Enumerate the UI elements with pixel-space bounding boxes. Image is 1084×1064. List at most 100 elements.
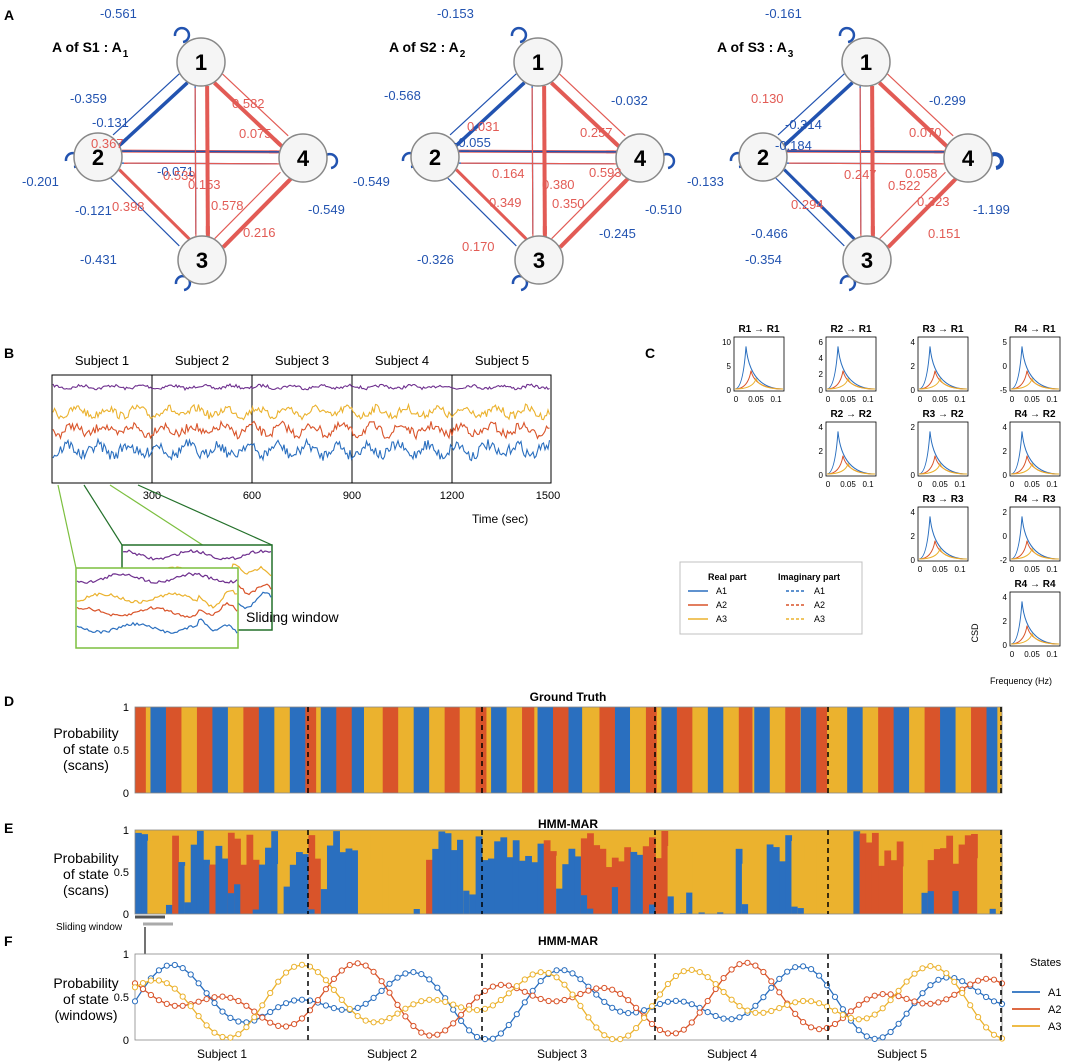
state-area bbox=[258, 864, 266, 914]
signal-trace bbox=[52, 383, 550, 391]
state-probability-point bbox=[489, 983, 496, 990]
state-area bbox=[834, 841, 842, 914]
csd-curve bbox=[918, 462, 968, 475]
csd-xtick: 0 bbox=[918, 395, 923, 404]
state-probability-point bbox=[712, 1012, 719, 1020]
state-probability-point bbox=[664, 980, 672, 988]
node-circle bbox=[410, 132, 460, 182]
state-area bbox=[339, 852, 347, 914]
node-circle bbox=[177, 235, 227, 285]
csd-ytick: 4 bbox=[819, 354, 824, 363]
state-bar bbox=[754, 707, 774, 793]
state-probability-point bbox=[943, 970, 950, 977]
state-probability-point bbox=[330, 1005, 337, 1012]
y-tick-label: 0.5 bbox=[114, 867, 129, 879]
state-area bbox=[252, 909, 260, 914]
state-area bbox=[630, 851, 638, 914]
state-probability-point bbox=[617, 1008, 624, 1015]
state-probability-point bbox=[792, 1010, 799, 1018]
state-probability-point bbox=[537, 995, 544, 1003]
state-probability-point bbox=[322, 977, 329, 984]
states-legend-label: A1 bbox=[1048, 987, 1061, 999]
state-probability-point bbox=[394, 1010, 401, 1017]
self-weight-label: -0.133 bbox=[687, 174, 724, 189]
state-probability-point bbox=[537, 978, 544, 985]
csd-xtick: 0.1 bbox=[770, 395, 782, 404]
state-probability-point bbox=[322, 1002, 329, 1009]
state-area bbox=[878, 865, 885, 914]
state-probability-point bbox=[235, 1018, 242, 1025]
csd-curve bbox=[826, 377, 876, 390]
state-probability-point bbox=[911, 970, 918, 977]
state-probability-point bbox=[927, 1000, 934, 1007]
state-probability-point bbox=[593, 1024, 600, 1031]
csd-ytick: 10 bbox=[722, 338, 731, 347]
state-probability-point bbox=[354, 1013, 361, 1020]
state-probability-point bbox=[863, 1033, 870, 1040]
state-area bbox=[376, 862, 384, 914]
state-probability-point bbox=[195, 998, 202, 1005]
csd-xtick: 0 bbox=[1010, 565, 1015, 574]
state-probability-point bbox=[792, 964, 799, 971]
edge-weight-label: 0.164 bbox=[492, 166, 525, 181]
state-area bbox=[989, 908, 997, 914]
state-area bbox=[840, 832, 848, 914]
state-area bbox=[481, 860, 489, 914]
state-probability-point bbox=[990, 998, 998, 1005]
csd-ytick: 2 bbox=[911, 423, 916, 432]
state-probability-point bbox=[330, 975, 337, 983]
node-label: 3 bbox=[196, 248, 208, 273]
state-area bbox=[698, 842, 706, 914]
csd-ytick: 0 bbox=[819, 471, 824, 480]
state-probability-point bbox=[131, 984, 139, 991]
state-probability-point bbox=[871, 1011, 878, 1018]
subject-label: Subject 3 bbox=[275, 353, 329, 368]
node-circle bbox=[841, 37, 891, 87]
state-probability-point bbox=[625, 1032, 632, 1039]
state-probability-point bbox=[314, 997, 321, 1004]
csd-xtick: 0.05 bbox=[932, 480, 948, 489]
subject-label: Subject 4 bbox=[375, 353, 429, 368]
state-area bbox=[518, 860, 526, 914]
state-probability-point bbox=[179, 965, 186, 972]
csd-ytick: 2 bbox=[1003, 508, 1008, 517]
state-probability-point bbox=[943, 996, 950, 1003]
state-probability-point bbox=[967, 1002, 974, 1009]
state-probability-point bbox=[744, 959, 751, 966]
node-label: 2 bbox=[92, 145, 104, 170]
node-circle bbox=[842, 235, 892, 285]
state-area bbox=[413, 909, 421, 914]
edge-line bbox=[783, 168, 854, 239]
self-loop bbox=[510, 26, 528, 44]
state-area bbox=[227, 893, 235, 914]
csd-ytick: 0 bbox=[911, 556, 916, 565]
node-circle bbox=[73, 132, 123, 182]
state-probability-point bbox=[831, 1020, 839, 1028]
state-probability-point bbox=[322, 986, 329, 993]
state-probability-point bbox=[362, 1000, 369, 1007]
edge-line bbox=[110, 177, 180, 247]
csd-axes bbox=[917, 421, 969, 477]
edge-line bbox=[558, 179, 628, 249]
state-probability-point bbox=[410, 1001, 417, 1008]
state-area bbox=[463, 890, 471, 914]
edge-weight-label: 0.247 bbox=[844, 167, 877, 182]
state-area bbox=[432, 848, 440, 914]
state-area bbox=[450, 850, 458, 914]
state-probability-point bbox=[171, 1002, 178, 1009]
csd-axes bbox=[825, 421, 877, 477]
self-weight-label: -0.549 bbox=[308, 202, 345, 217]
states-legend-label: A3 bbox=[1048, 1021, 1061, 1033]
state-area bbox=[215, 845, 223, 914]
edge-weight-label: 0.130 bbox=[751, 91, 784, 106]
state-bar bbox=[274, 707, 290, 793]
hmm-windows-chart: 10.50 bbox=[114, 949, 1006, 1047]
state-probability-point bbox=[163, 962, 170, 969]
edge-weight-label: -0.568 bbox=[384, 88, 421, 103]
state-probability-point bbox=[990, 1031, 998, 1038]
state-area bbox=[977, 858, 985, 914]
state-probability-point bbox=[688, 1019, 695, 1026]
state-probability-point bbox=[617, 990, 624, 998]
state-probability-point bbox=[434, 997, 441, 1004]
